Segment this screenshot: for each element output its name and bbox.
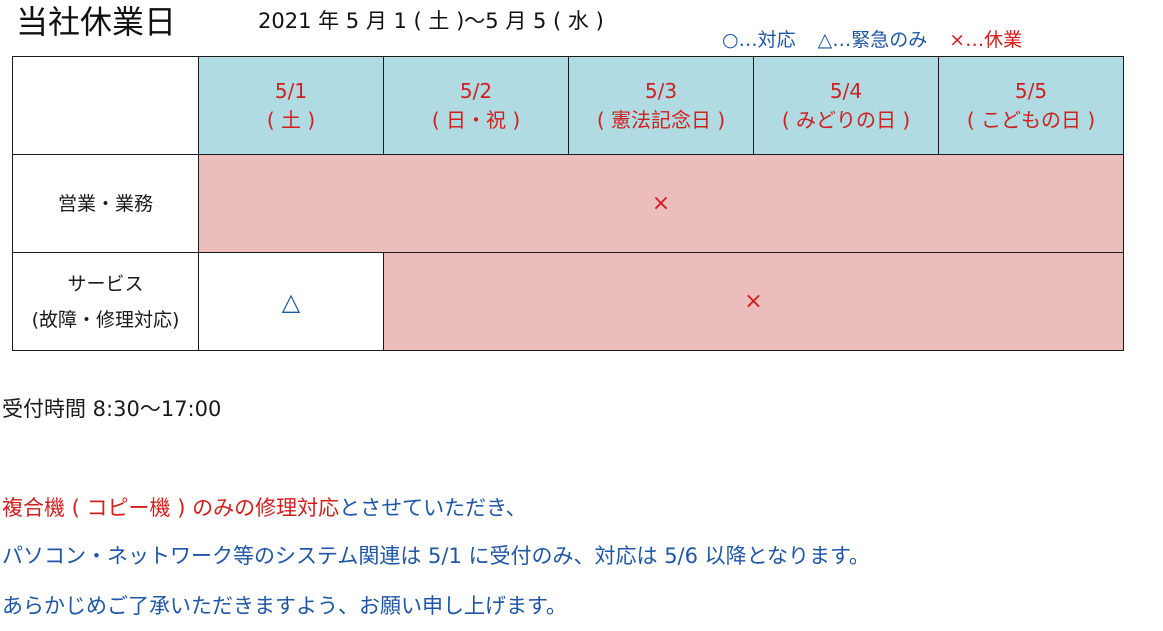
- date-range: 2021 年 5 月 1 ( 土 )〜5 月 5 ( 水 ): [258, 9, 604, 33]
- header-day: ( 憲法記念日 ): [596, 107, 726, 132]
- legend-emergency: △…緊急のみ: [817, 29, 928, 51]
- date-header-5-1: 5/1 ( 土 ): [198, 56, 384, 155]
- note-text: とさせていただき、: [339, 496, 527, 520]
- row-label-business: 営業・業務: [12, 154, 199, 253]
- legend: ○…対応 △…緊急のみ ×…休業: [722, 26, 1022, 54]
- status-closed-cell: ×: [198, 154, 1124, 253]
- row-label-service: サービス (故障・修理対応): [12, 252, 199, 351]
- header-date: 5/1: [274, 78, 308, 103]
- date-header-5-3: 5/3 ( 憲法記念日 ): [568, 56, 754, 155]
- header-date: 5/3: [644, 78, 678, 103]
- header-row: 5/1 ( 土 ) 5/2 ( 日・祝 ) 5/3 ( 憲法記念日 ) 5/4 …: [12, 56, 1124, 155]
- status-emergency-cell: △: [198, 252, 384, 351]
- reception-hours: 受付時間 8:30〜17:00: [2, 397, 222, 421]
- header-date: 5/4: [829, 78, 863, 103]
- service-row: サービス (故障・修理対応) △ ×: [12, 252, 1124, 351]
- page-title: 当社休業日: [16, 3, 177, 41]
- header-day: ( みどりの日 ): [781, 107, 911, 132]
- note-line-2: パソコン・ネットワーク等のシステム関連は 5/1 に受付のみ、対応は 5/6 以…: [2, 544, 870, 568]
- legend-closed: ×…休業: [949, 29, 1023, 51]
- row-label-line1: サービス: [67, 272, 144, 295]
- header-day: ( こどもの日 ): [966, 107, 1096, 132]
- header-day: ( 日・祝 ): [431, 107, 521, 132]
- legend-available: ○…対応: [722, 29, 796, 51]
- header-date: 5/5: [1014, 78, 1048, 103]
- date-header-5-5: 5/5 ( こどもの日 ): [938, 56, 1124, 155]
- row-label-line2: (故障・修理対応): [31, 308, 180, 331]
- date-header-5-2: 5/2 ( 日・祝 ): [383, 56, 569, 155]
- schedule-table: 5/1 ( 土 ) 5/2 ( 日・祝 ) 5/3 ( 憲法記念日 ) 5/4 …: [12, 56, 1124, 351]
- status-closed-cell: ×: [383, 252, 1124, 351]
- header-day: ( 土 ): [266, 107, 316, 132]
- corner-cell: [12, 56, 199, 155]
- date-header-5-4: 5/4 ( みどりの日 ): [753, 56, 939, 155]
- note-highlight: 複合機 ( コピー機 ) のみの修理対応: [2, 496, 340, 520]
- note-line-1: 複合機 ( コピー機 ) のみの修理対応とさせていただき、: [2, 493, 527, 523]
- header-date: 5/2: [459, 78, 493, 103]
- business-row: 営業・業務 ×: [12, 154, 1124, 253]
- note-line-3: あらかじめご了承いただきますよう、お願い申し上げます。: [2, 594, 567, 618]
